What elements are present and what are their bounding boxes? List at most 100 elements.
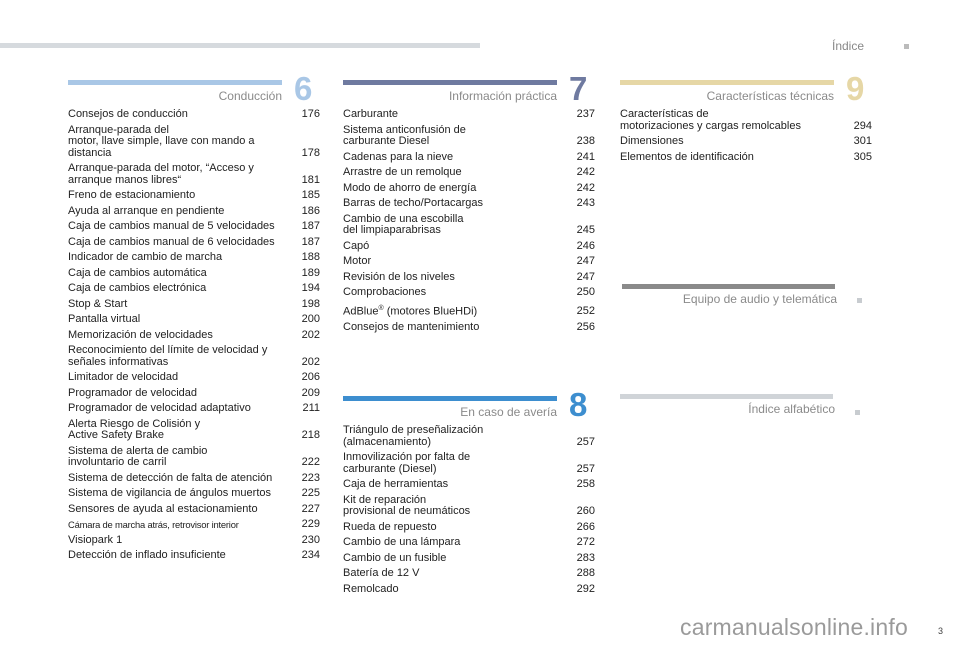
index-entry[interactable]: Sistema anticonfusión de carburante Dies… — [343, 123, 595, 148]
entry-page: 258 — [576, 478, 595, 490]
entry-page: 227 — [301, 502, 320, 515]
index-entry[interactable]: AdBlue® (motores BlueHDi)252 — [343, 303, 595, 318]
entry-page: 234 — [301, 549, 320, 561]
section-title[interactable]: Conducción — [218, 89, 282, 103]
entry-title: Alerta Riesgo de Colisión y Active Safet… — [68, 417, 201, 441]
entry-page: 218 — [301, 429, 320, 441]
entry-title: Programador de velocidad adaptativo — [68, 402, 251, 414]
header-marker — [904, 44, 909, 49]
index-entry[interactable]: Sistema de alerta de cambio involuntario… — [68, 445, 320, 469]
entry-page: 247 — [576, 270, 595, 283]
entry-page: 237 — [576, 108, 595, 120]
index-entry[interactable]: Triángulo de preseñalización (almacenami… — [343, 424, 595, 448]
section-title[interactable]: Información práctica — [448, 89, 557, 103]
entry-page: 225 — [301, 487, 320, 499]
section-bar — [622, 284, 835, 289]
index-entry[interactable]: Cambio de una escobilla del limpiaparabr… — [343, 213, 595, 237]
index-entry[interactable]: Sistema de detección de falta de atenció… — [68, 471, 320, 485]
index-entry[interactable]: Inmovilización por falta de carburante (… — [343, 451, 595, 475]
index-entry[interactable]: Reconocimiento del límite de velocidad y… — [68, 344, 320, 368]
entry-page: 294 — [853, 119, 872, 132]
entry-title: Carburante — [343, 108, 399, 120]
entry-title: Arranque-parada del motor, “Acceso y arr… — [68, 162, 254, 186]
entry-page: 189 — [301, 266, 320, 279]
entry-title: Indicador de cambio de marcha — [68, 251, 223, 263]
index-entry[interactable]: Detección de inflado insuficiente 234 — [68, 549, 320, 562]
header-bar — [0, 43, 480, 48]
entry-title: Caja de cambios electrónica — [68, 282, 207, 294]
entry-title: Comprobaciones — [343, 286, 427, 298]
section-title[interactable]: Equipo de audio y telemática — [682, 292, 837, 306]
entry-title: Arranque-parada del motor, llave simple,… — [68, 123, 255, 159]
entry-page: 176 — [301, 108, 320, 120]
entry-title: Programador de velocidad — [68, 386, 198, 399]
entry-title: Sistema anticonfusión de carburante Dies… — [343, 123, 466, 147]
index-entry[interactable]: Cámara de marcha atrás, retrovisor inter… — [68, 518, 320, 531]
entry-page: 243 — [576, 197, 595, 209]
section-number: 7 — [569, 70, 588, 107]
section-title[interactable]: En caso de avería — [460, 405, 557, 419]
entry-page: 252 — [576, 305, 595, 318]
index-entry[interactable]: Programador de velocidad 209 — [68, 386, 320, 400]
entry-title: Caja de cambios automática — [68, 266, 207, 279]
entry-page: 245 — [576, 224, 595, 236]
section-marker — [857, 298, 862, 303]
entry-page: 266 — [576, 520, 595, 533]
entry-page: 187 — [301, 220, 320, 232]
entry-title: Sistema de detección de falta de atenció… — [68, 471, 273, 484]
index-entry[interactable]: Alerta Riesgo de Colisión y Active Safet… — [68, 417, 320, 442]
entry-title: Consejos de mantenimiento — [343, 320, 480, 333]
entry-title: Inmovilización por falta de carburante (… — [343, 451, 471, 475]
section-title[interactable]: Características técnicas — [706, 89, 834, 103]
entry-title: Remolcado — [343, 582, 399, 595]
index-entry[interactable]: Arranque-parada del motor, “Acceso y arr… — [68, 162, 320, 186]
entry-page: 209 — [301, 386, 320, 399]
index-entry[interactable]: Características de motorizaciones y carg… — [620, 108, 872, 132]
index-entry[interactable]: Arranque-parada del motor, llave simple,… — [68, 123, 320, 160]
entry-page: 260 — [576, 505, 595, 517]
index-entry[interactable]: Carburante 237 — [343, 108, 595, 121]
entry-title: Reconocimiento del límite de velocidad y… — [68, 344, 268, 368]
entry-title: Cadenas para la nieve — [343, 150, 454, 163]
entry-list: Triángulo de preseñalización (almacenami… — [343, 424, 595, 599]
index-entry[interactable]: Sistema de vigilancia de ángulos muertos… — [68, 487, 320, 500]
index-entry[interactable]: Caja de cambios automática 189 — [68, 266, 320, 280]
index-entry[interactable]: Kit de reparación provisional de neumáti… — [343, 494, 595, 518]
entry-title: Detección de inflado insuficiente — [68, 549, 226, 561]
entry-title: Visiopark 1 — [68, 533, 123, 546]
section-title[interactable]: Índice alfabético — [748, 402, 835, 416]
entry-page: 229 — [301, 518, 320, 530]
